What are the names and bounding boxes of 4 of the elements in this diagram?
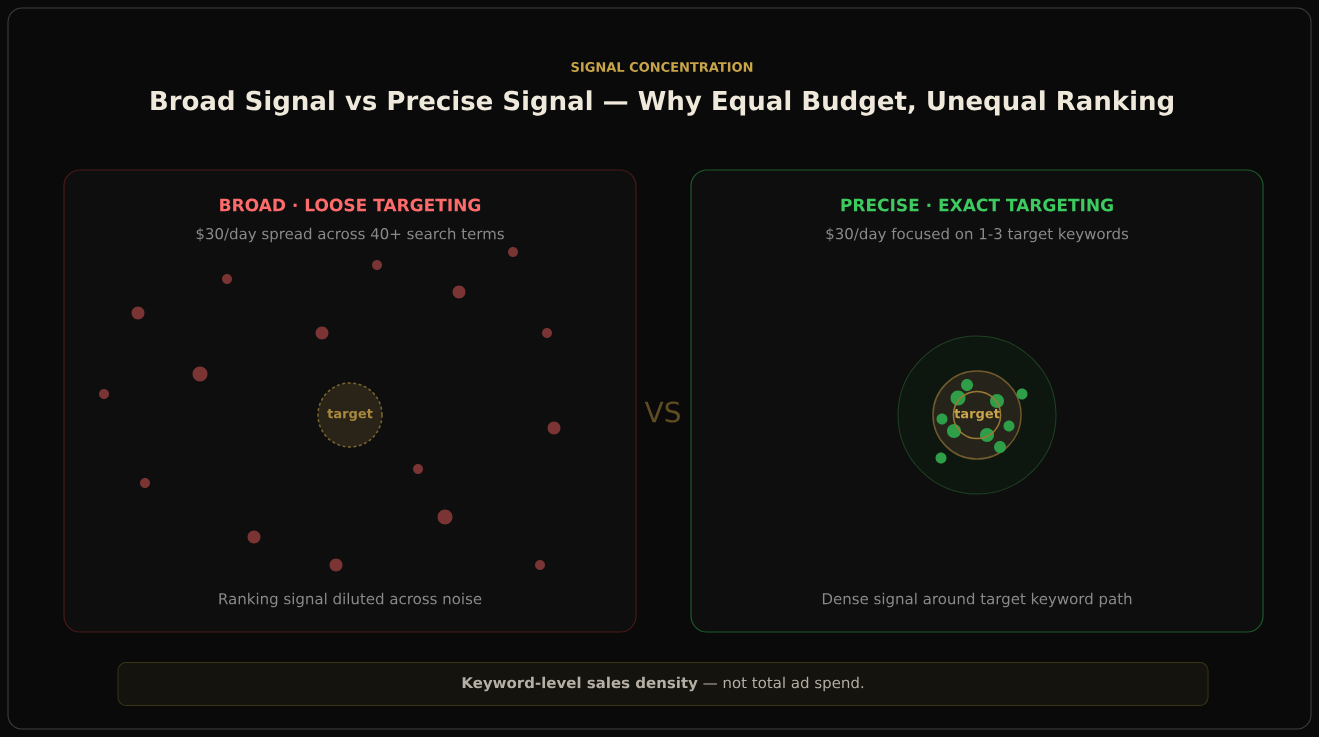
vs-text: VS (644, 401, 680, 423)
note-banner: Keyword-level sales density — not total ad spend. (117, 662, 1209, 706)
kicker: SIGNAL CONCENTRATION (571, 62, 753, 72)
title: Broad Signal vs Precise Signal — Why Equal Budget, Unequal Ranking (151, 90, 1173, 116)
